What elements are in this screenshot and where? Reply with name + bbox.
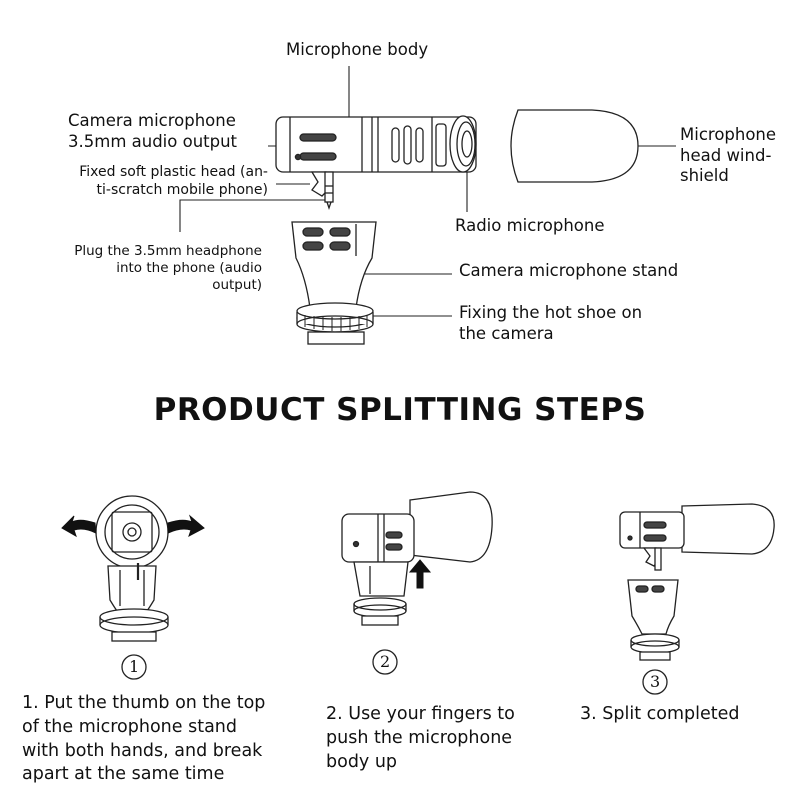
stand-drawing (291, 221, 377, 345)
step2-drawing (341, 491, 493, 626)
step3-drawing (619, 503, 775, 661)
curved-arrow-right-icon (167, 514, 205, 538)
step1-caption-line3: with both hands, and break (22, 740, 263, 761)
label-windshield-line1: Microphone (680, 125, 777, 144)
label-plug-line1: Plug the 3.5mm headphone (74, 243, 262, 259)
step3-caption: 3. Split completed (580, 703, 790, 727)
label-camera-microphone-line2: 3.5mm audio output (68, 131, 238, 151)
label-windshield-line2: head wind- (680, 145, 772, 165)
label-windshield: Microphone head wind- shield (680, 125, 776, 187)
step1-caption-line2: of the microphone stand (22, 716, 237, 737)
step3-caption-line1: 3. Split completed (580, 704, 740, 724)
label-plug-line3: output) (212, 276, 262, 293)
label-hot-shoe-line2: the camera (459, 323, 554, 343)
section-heading: PRODUCT SPLITTING STEPS (153, 392, 647, 428)
step2-caption-line2: push the microphone (326, 727, 513, 748)
step1-caption-line1: 1. Put the thumb on the top (22, 693, 266, 713)
label-fixed-head-line2: ti-scratch mobile phone) (96, 181, 268, 198)
label-camera-microphone: Camera microphone 3.5mm audio output (68, 111, 237, 152)
label-stand: Camera microphone stand (459, 261, 679, 280)
curved-arrow-left-icon (61, 515, 97, 538)
label-windshield-line3: shield (680, 166, 729, 186)
label-camera-microphone-line1: Camera microphone (68, 111, 236, 130)
step3-number-circle (642, 669, 668, 695)
windshield-drawing (510, 109, 639, 183)
step2-number: 2 (380, 652, 391, 671)
label-plug-line2: into the phone (audio (116, 259, 262, 276)
step1-caption: 1. Put the thumb on the top of the micro… (22, 692, 312, 787)
jack-drawing (310, 171, 334, 211)
step2-caption: 2. Use your fingers to push the micropho… (326, 703, 556, 774)
microphone-body-drawing (275, 115, 477, 173)
label-hot-shoe: Fixing the hot shoe on the camera (459, 303, 642, 344)
label-hot-shoe-line1: Fixing the hot shoe on (459, 303, 643, 322)
label-plug: Plug the 3.5mm headphone into the phone … (40, 243, 262, 294)
arrow-up-icon (408, 559, 432, 589)
step1-caption-line4: apart at the same time (22, 764, 225, 785)
label-fixed-head-line1: Fixed soft plastic head (an- (79, 164, 268, 180)
step3-number: 3 (650, 672, 661, 691)
step2-caption-line1: 2. Use your fingers to (326, 704, 515, 724)
step1-number: 1 (129, 657, 140, 676)
label-microphone-body: Microphone body (286, 40, 429, 59)
step1-number-circle (121, 654, 147, 680)
step1-drawing (95, 495, 169, 642)
label-radio-microphone: Radio microphone (455, 216, 605, 235)
step2-caption-line3: body up (326, 751, 398, 772)
label-fixed-head: Fixed soft plastic head (an- ti-scratch … (40, 164, 268, 199)
step2-number-circle (372, 649, 398, 675)
